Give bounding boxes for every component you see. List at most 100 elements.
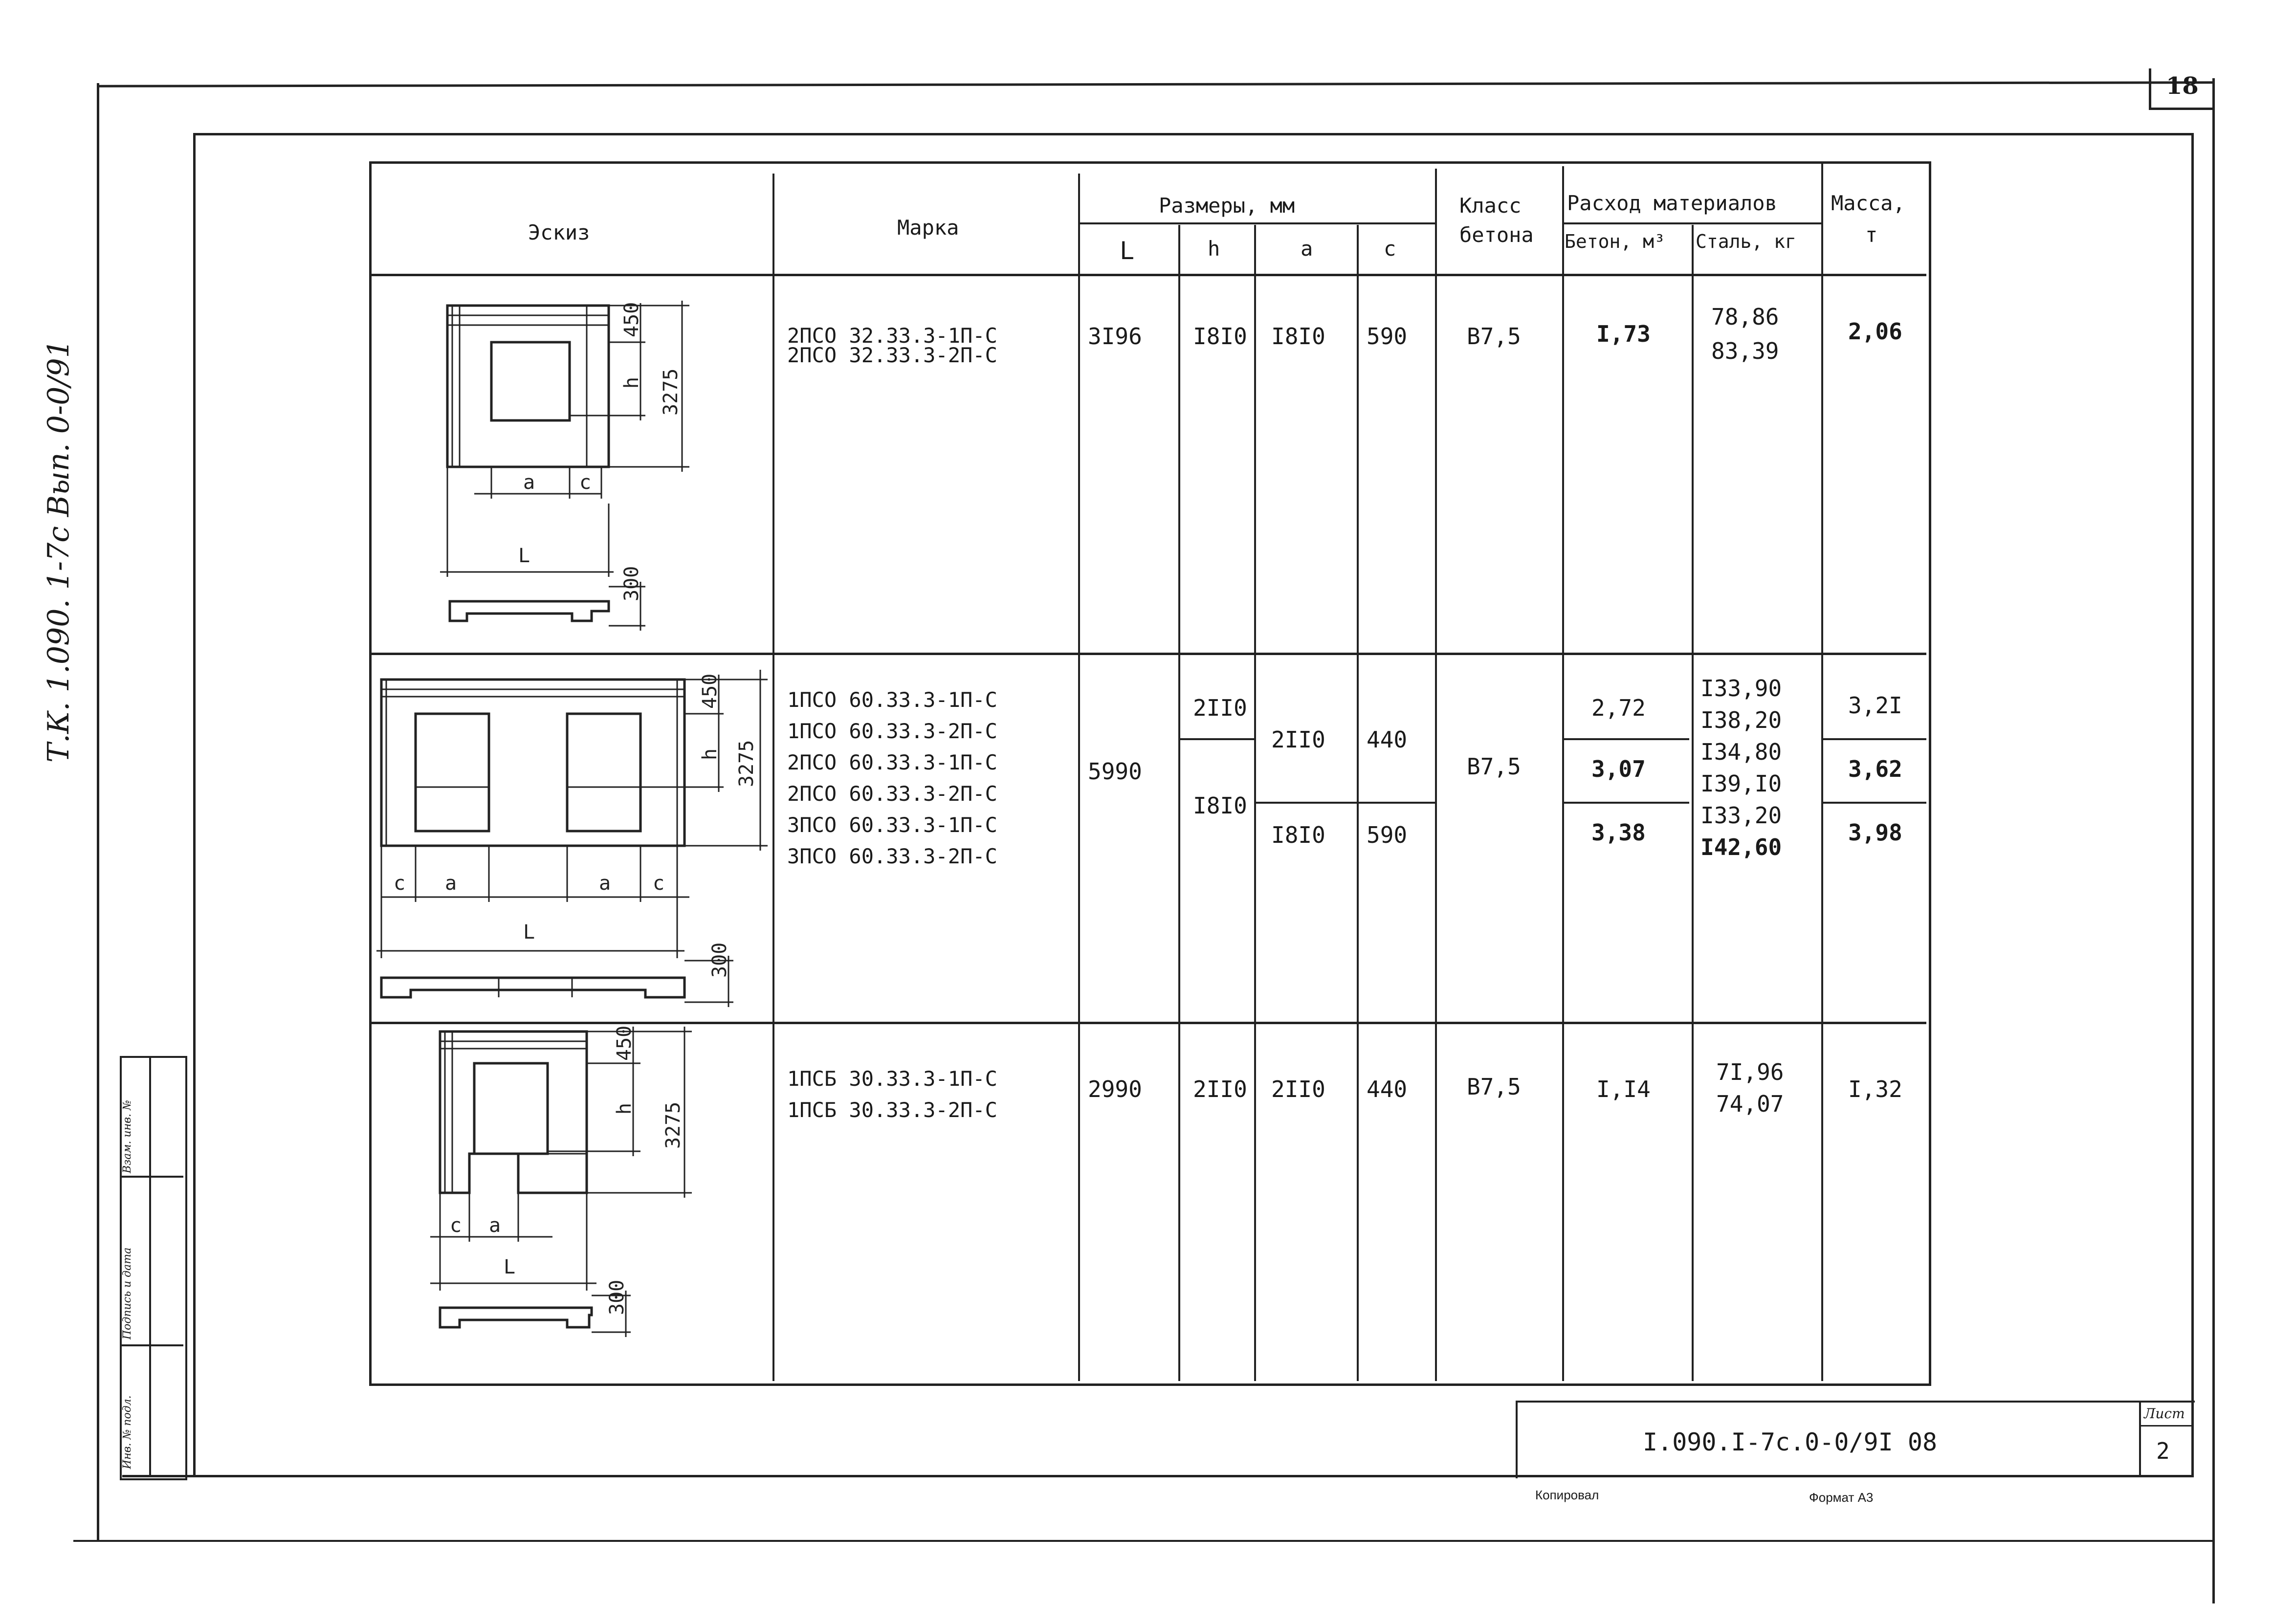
row1-concrete: I,73 bbox=[1596, 321, 1651, 347]
row3-L: 2990 bbox=[1088, 1076, 1142, 1102]
row3-steel-2: 74,07 bbox=[1716, 1091, 1784, 1117]
sketch3-label-L: L bbox=[504, 1256, 515, 1278]
row2-h-split bbox=[1178, 738, 1254, 740]
row1-mark-1: 2ПСО 32.33.3-1П-С bbox=[787, 324, 997, 348]
row3-mark-2: 1ПСБ 30.33.3-2П-С bbox=[787, 1098, 997, 1122]
sketch2-label-450: 450 bbox=[699, 674, 721, 709]
inner-frame-top bbox=[193, 133, 2193, 135]
header-dims: Размеры, мм bbox=[1159, 194, 1295, 218]
row1-a: I8I0 bbox=[1271, 323, 1325, 350]
left-block-h2 bbox=[120, 1344, 183, 1346]
row2-steel-2: I38,20 bbox=[1700, 707, 1782, 733]
row1-c: 590 bbox=[1367, 323, 1408, 350]
row2-mark-6: 3ПСО 60.33.3-2П-С bbox=[787, 844, 997, 868]
sketch3-label-a: a bbox=[489, 1214, 501, 1237]
row2-mass-split2 bbox=[1821, 802, 1926, 804]
doc-code: I.090.I-7с.0-0/9I 08 bbox=[1643, 1428, 1938, 1456]
sketch1-label-300: 300 bbox=[620, 566, 643, 601]
header-mass-2: т bbox=[1865, 223, 1878, 247]
side-stamp: Т.К. 1.090. 1-7с Вып. 0-0/91 bbox=[42, 339, 76, 763]
row2-concrete-split2 bbox=[1562, 802, 1689, 804]
col-line-class bbox=[1435, 169, 1437, 1381]
outer-frame-bottom bbox=[73, 1540, 2215, 1542]
row2-mass-split1 bbox=[1821, 738, 1926, 740]
copied-label: Копировал bbox=[1535, 1488, 1599, 1502]
sheet-corner-box bbox=[2149, 68, 2215, 110]
row2-h-1: 2II0 bbox=[1193, 695, 1247, 721]
outer-frame-top bbox=[97, 81, 2215, 88]
header-mass-1: Масса, bbox=[1831, 191, 1905, 215]
row2-c-2: 590 bbox=[1367, 822, 1408, 848]
label-podpis: Подпись и дата bbox=[121, 1247, 133, 1339]
row2-mark-5: 3ПСО 60.33.3-1П-С bbox=[787, 813, 997, 837]
inner-frame-right bbox=[2191, 133, 2194, 1477]
row1-bottom bbox=[372, 653, 1926, 655]
sketch2-label-c-left: c bbox=[394, 872, 405, 895]
row2-mark-3: 2ПСО 60.33.3-1П-С bbox=[787, 750, 997, 774]
row2-c-1: 440 bbox=[1367, 726, 1408, 753]
sketch3-label-3275: 3275 bbox=[662, 1102, 684, 1149]
col-line-L bbox=[1078, 174, 1080, 1381]
sketch2-label-a-left: a bbox=[445, 872, 457, 895]
header-steel: Сталь, кг bbox=[1696, 231, 1796, 252]
sketch3-label-c: c bbox=[450, 1214, 462, 1237]
row2-concrete-3: 3,38 bbox=[1591, 819, 1646, 846]
row2-mass-2: 3,62 bbox=[1848, 756, 1902, 782]
inner-frame-bottom bbox=[122, 1475, 2193, 1477]
row2-a-2: I8I0 bbox=[1271, 822, 1325, 848]
sheet-number: 2 bbox=[2156, 1438, 2170, 1464]
header-materials: Расход материалов bbox=[1567, 191, 1777, 215]
row1-class: В7,5 bbox=[1467, 323, 1521, 350]
sketch1-label-h: h bbox=[620, 377, 643, 389]
label-inv-podl: Инв. № подл. bbox=[121, 1395, 133, 1469]
sketch2-label-L: L bbox=[523, 921, 535, 944]
header-dim-h: h bbox=[1208, 237, 1220, 261]
sketch1-label-3275: 3275 bbox=[660, 369, 682, 416]
col-line-mark bbox=[772, 174, 774, 1381]
row2-steel-3: I34,80 bbox=[1700, 739, 1782, 765]
outer-frame-left bbox=[97, 83, 99, 1540]
row2-bottom bbox=[372, 1022, 1926, 1024]
header-dim-c: c bbox=[1384, 237, 1396, 261]
row1-steel-2: 83,39 bbox=[1711, 338, 1779, 364]
row1-mark-2: 2ПСО 32.33.3-2П-С bbox=[787, 343, 997, 367]
sketch1-label-a: a bbox=[523, 471, 535, 494]
row1-h: I8I0 bbox=[1193, 323, 1247, 350]
left-block-divider bbox=[149, 1056, 151, 1476]
sketch-panel-1: 450 h 3275 a c L 300 bbox=[440, 301, 689, 631]
header-sketch: Эскиз bbox=[528, 220, 590, 244]
col-line-mass bbox=[1821, 164, 1823, 1381]
sketch2-label-h: h bbox=[699, 748, 721, 760]
title-block bbox=[1516, 1401, 2195, 1478]
header-class-2: бетона bbox=[1459, 223, 1534, 247]
col-line-concrete bbox=[1562, 166, 1564, 1381]
row2-mark-1: 1ПСО 60.33.3-1П-С bbox=[787, 688, 997, 712]
sheet-corner-number: 18 bbox=[2166, 72, 2199, 100]
sketch3-label-300: 300 bbox=[606, 1280, 628, 1315]
sketch2-label-300: 300 bbox=[708, 943, 731, 978]
sheet-label: Лист bbox=[2144, 1405, 2185, 1422]
header-mark: Марка bbox=[897, 216, 959, 240]
sketch1-label-c: c bbox=[579, 471, 591, 494]
row2-a-1: 2II0 bbox=[1271, 726, 1325, 753]
label-vzam-inv: Взам. инв. № bbox=[121, 1100, 133, 1173]
row2-L: 5990 bbox=[1088, 758, 1142, 785]
row2-concrete-2: 3,07 bbox=[1591, 756, 1646, 782]
row2-steel-5: I33,20 bbox=[1700, 802, 1782, 829]
row2-concrete-1: 2,72 bbox=[1591, 695, 1646, 721]
row2-class: В7,5 bbox=[1467, 753, 1521, 780]
row2-h-2: I8I0 bbox=[1193, 792, 1247, 819]
row1-L: 3I96 bbox=[1088, 323, 1142, 350]
title-block-sheet-divider bbox=[2139, 1401, 2141, 1476]
format-label: Формат А3 bbox=[1809, 1490, 1874, 1505]
left-block-h1 bbox=[120, 1176, 183, 1178]
row2-steel-4: I39,I0 bbox=[1700, 770, 1782, 797]
row3-mark-1: 1ПСБ 30.33.3-1П-С bbox=[787, 1067, 997, 1091]
spec-table bbox=[369, 161, 1931, 1386]
row3-h: 2II0 bbox=[1193, 1076, 1247, 1102]
sketch2-label-3275: 3275 bbox=[735, 740, 758, 787]
sketch-panel-3: 450 h 3275 c a L 300 bbox=[430, 1026, 692, 1337]
header-dim-a: a bbox=[1301, 237, 1313, 261]
inner-frame-left bbox=[193, 133, 196, 1475]
sketch3-label-450: 450 bbox=[613, 1026, 636, 1061]
